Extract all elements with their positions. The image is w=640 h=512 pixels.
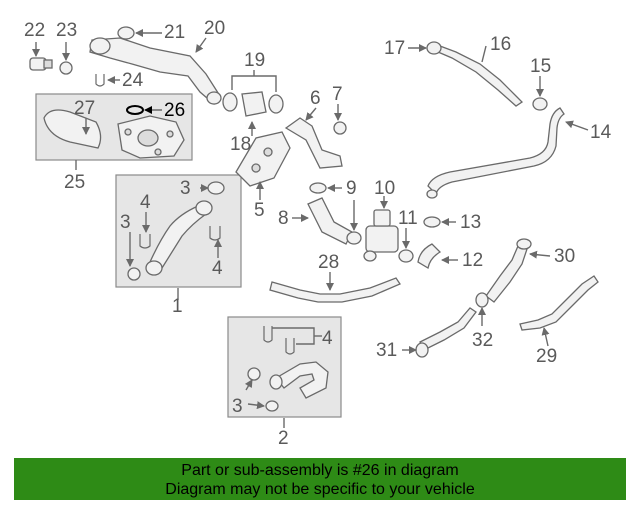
callout-1: 1 — [172, 296, 183, 317]
callout-14: 14 — [590, 122, 612, 143]
callout-8: 8 — [278, 208, 289, 229]
callout-21: 21 — [164, 22, 185, 43]
callout-3c: 3 — [232, 396, 243, 417]
callout-27: 27 — [74, 98, 95, 119]
o-ring-7 — [333, 121, 347, 135]
callout-6: 6 — [310, 88, 321, 109]
clamp-17 — [426, 41, 442, 55]
parts-diagram: 22 23 21 20 24 26 27 25 19 18 5 6 7 3 4 … — [24, 18, 612, 449]
hose-12 — [417, 243, 442, 270]
callout-13: 13 — [460, 212, 481, 233]
callout-4c: 4 — [322, 328, 333, 349]
hose-8 — [307, 197, 353, 245]
callout-23: 23 — [56, 20, 77, 41]
pipe-29 — [519, 275, 599, 331]
info-banner-line2: Diagram may not be specific to your vehi… — [165, 481, 475, 498]
callout-30: 30 — [554, 246, 575, 267]
hose-16 — [437, 45, 524, 107]
callout-28: 28 — [318, 252, 339, 273]
part-32 — [475, 292, 489, 308]
clamp-15 — [532, 97, 548, 111]
pipe-30 — [485, 238, 532, 303]
callout-26: 26 — [164, 100, 185, 121]
callout-19: 19 — [244, 50, 265, 71]
pipe-6 — [284, 117, 343, 169]
callout-3b: 3 — [120, 212, 131, 233]
clamp-9b — [346, 231, 362, 245]
clamp-9a — [309, 182, 327, 194]
callout-labels: 22 23 21 20 24 26 27 25 19 18 5 6 7 3 4 … — [24, 18, 612, 449]
callout-17: 17 — [384, 38, 405, 59]
callout-11: 11 — [398, 208, 418, 229]
callout-3a: 3 — [180, 178, 191, 199]
callout-16: 16 — [490, 34, 511, 55]
callout-4b: 4 — [212, 258, 223, 279]
hose-group-2 — [247, 326, 329, 412]
pipe-31 — [415, 307, 477, 358]
callout-31: 31 — [376, 340, 397, 361]
pipe-part-20 — [89, 37, 222, 105]
info-banner-line1: Part or sub-assembly is #26 in diagram — [181, 462, 459, 479]
flange-5 — [235, 131, 291, 187]
o-ring-26 — [126, 105, 144, 115]
sensor-22 — [29, 57, 53, 71]
valve-10 — [363, 209, 399, 262]
housing-25 — [117, 115, 185, 159]
callout-12: 12 — [462, 250, 483, 271]
callout-22: 22 — [24, 20, 45, 41]
callout-10: 10 — [374, 178, 395, 199]
callout-7: 7 — [332, 84, 343, 105]
clamp-11 — [398, 249, 414, 263]
hose-18-assembly — [222, 91, 284, 117]
clip-24 — [95, 74, 105, 87]
callout-32: 32 — [472, 330, 493, 351]
leader-lines — [32, 29, 589, 428]
clamp-13 — [423, 216, 441, 228]
callout-20: 20 — [204, 18, 225, 39]
pipe-14 — [426, 107, 565, 199]
callout-15: 15 — [530, 56, 551, 77]
o-ring-21 — [117, 26, 135, 40]
callout-5: 5 — [254, 200, 265, 221]
callout-29: 29 — [536, 346, 557, 367]
info-banner: Part or sub-assembly is #26 in diagram D… — [14, 458, 626, 500]
callout-4a: 4 — [140, 192, 151, 213]
callout-2: 2 — [278, 428, 289, 449]
callout-24: 24 — [122, 70, 144, 91]
hose-group-1 — [127, 181, 225, 281]
callout-18: 18 — [230, 134, 251, 155]
seal-23 — [59, 61, 73, 75]
callout-9: 9 — [346, 178, 357, 199]
callout-25: 25 — [64, 172, 85, 193]
line-28 — [269, 277, 401, 303]
